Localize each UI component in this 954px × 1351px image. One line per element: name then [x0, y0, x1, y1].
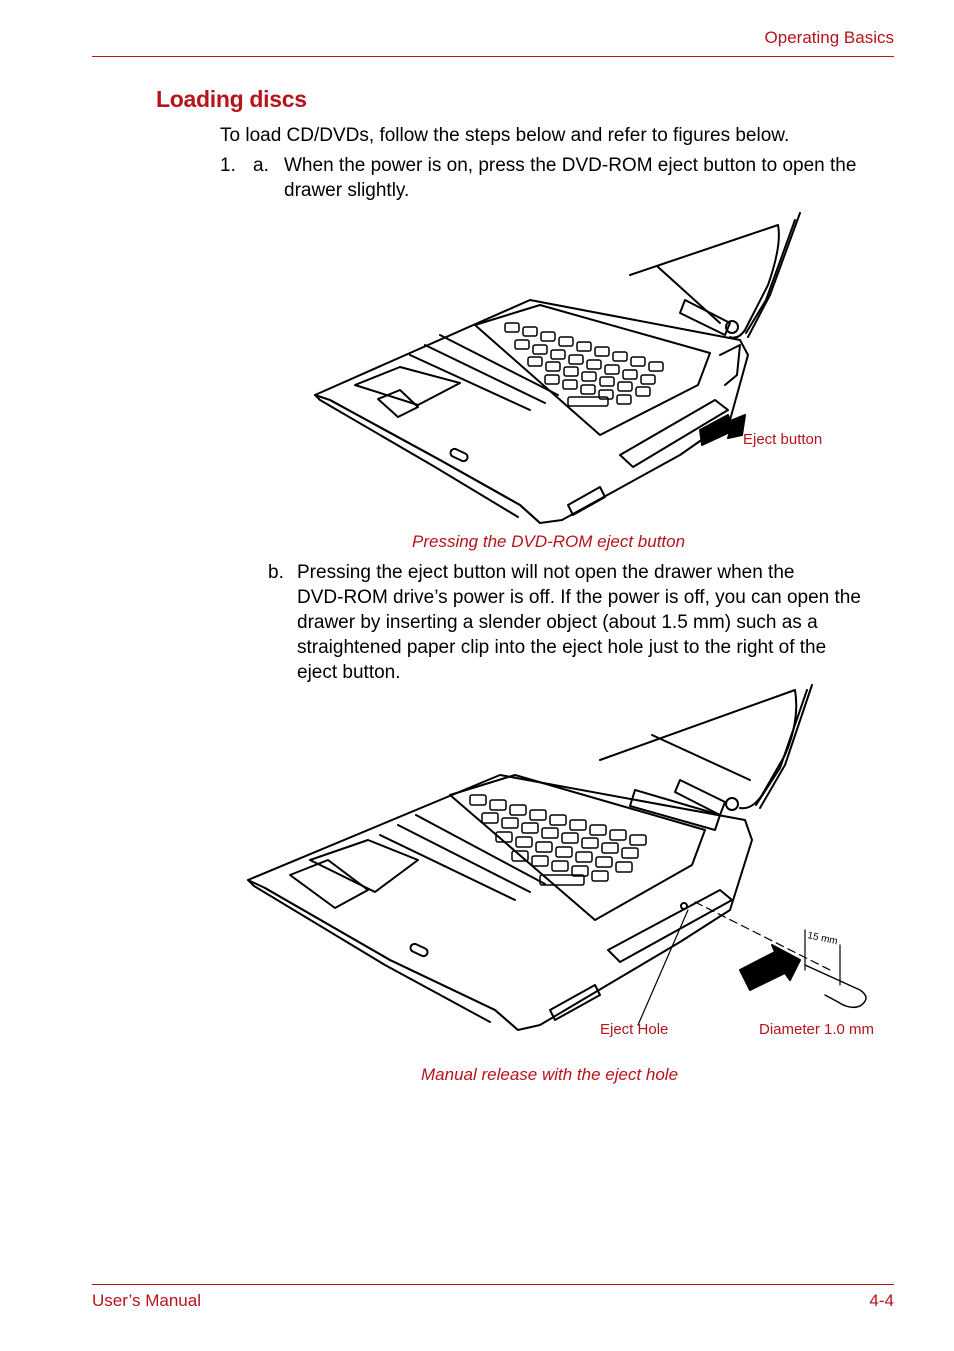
step-b-line-5: eject button.	[297, 662, 401, 683]
step-b-line-3: drawer by inserting a slender object (ab…	[297, 612, 818, 633]
label-eject-hole: Eject Hole	[600, 1021, 669, 1038]
step-b-line-4: straightened paper clip into the eject h…	[297, 637, 827, 658]
step-1-number: 1.	[220, 155, 236, 176]
step-a-text: When the power is on, press the DVD-ROM …	[284, 153, 904, 203]
intro-paragraph: To load CD/DVDs, follow the steps below …	[220, 125, 790, 146]
label-eject-button: Eject button	[743, 431, 823, 448]
step-b-letter: b.	[268, 562, 284, 583]
step-a-line-1: When the power is on, press the DVD-ROM …	[284, 155, 857, 176]
label-clip-length: 15 mm	[806, 930, 838, 947]
step-a-letter: a.	[253, 155, 269, 176]
figure-eject-button-illustration	[314, 212, 801, 524]
section-heading: Loading discs	[156, 86, 307, 112]
header-rule	[92, 56, 894, 57]
step-a-line-2: drawer slightly.	[284, 180, 410, 201]
step-b-line-2: DVD-ROM drive’s power is off. If the pow…	[297, 587, 861, 608]
page-number: 4-4	[869, 1291, 894, 1310]
label-diameter: Diameter 1.0 mm	[759, 1021, 875, 1038]
step-b-line-1: Pressing the eject button will not open …	[297, 562, 795, 583]
figure-eject-hole-illustration: 15 mm	[247, 684, 867, 1031]
running-header: Operating Basics	[764, 28, 894, 47]
figure2-caption: Manual release with the eject hole	[421, 1065, 679, 1084]
footer-manual-title: User’s Manual	[92, 1291, 201, 1310]
step-b-text: Pressing the eject button will not open …	[297, 560, 907, 685]
figure1-caption: Pressing the DVD-ROM eject button	[412, 532, 686, 551]
footer-rule	[92, 1284, 894, 1285]
